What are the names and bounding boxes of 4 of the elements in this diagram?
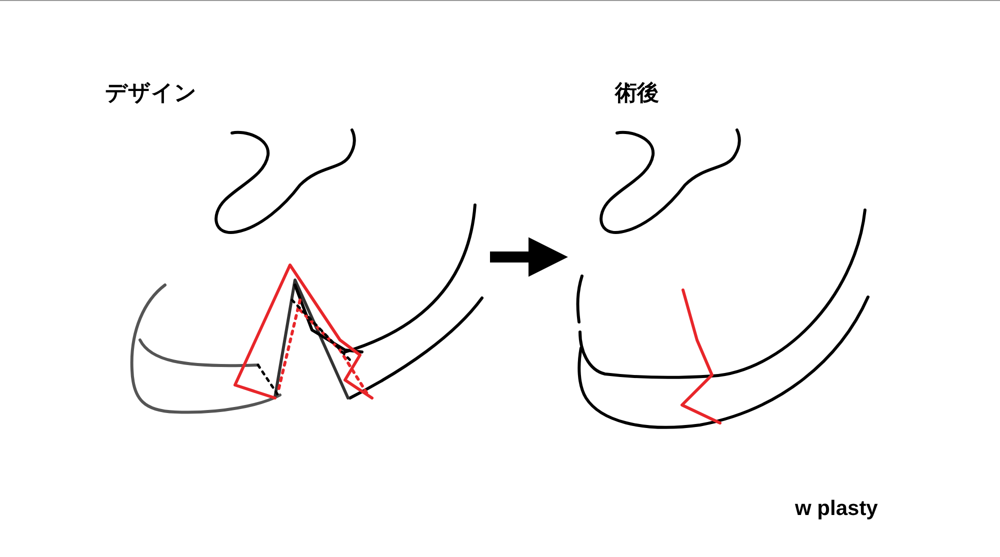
caption: w plasty xyxy=(795,497,878,521)
arrow xyxy=(490,237,568,277)
heading: デザイン xyxy=(105,80,197,108)
heading: 術後 xyxy=(615,80,659,108)
